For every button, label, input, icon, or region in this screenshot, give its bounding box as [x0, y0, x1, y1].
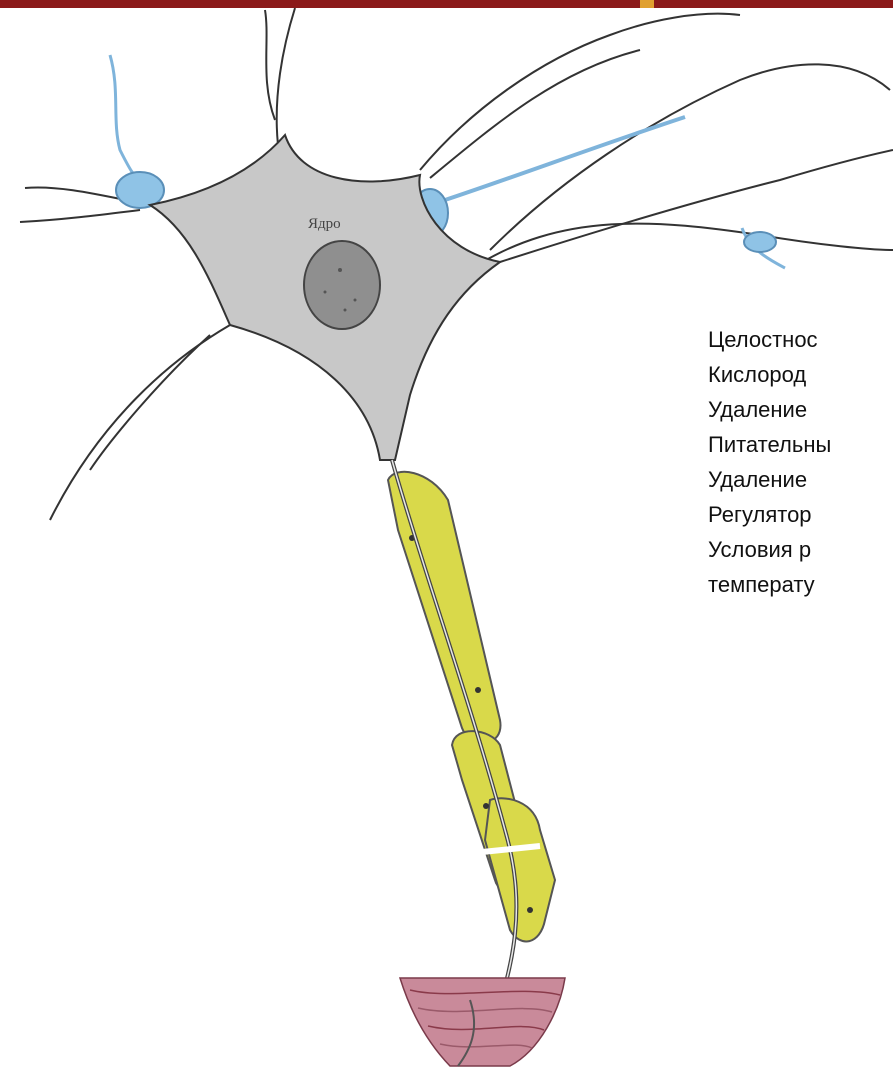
list-item: Регулятор [708, 497, 893, 532]
list-item: Удаление [708, 462, 893, 497]
requirements-list: Целостнос Кислород Удаление Питательны У… [708, 322, 893, 602]
myelin-sheath [388, 472, 555, 942]
nucleus [304, 241, 380, 329]
list-item: Питательны [708, 427, 893, 462]
nucleus-label: Ядро [308, 216, 341, 232]
list-item: температу [708, 567, 893, 602]
list-item: Удаление [708, 392, 893, 427]
muscle-tissue [400, 978, 565, 1066]
list-item: Целостнос [708, 322, 893, 357]
list-item: Условия р [708, 532, 893, 567]
list-item: Кислород [708, 357, 893, 392]
